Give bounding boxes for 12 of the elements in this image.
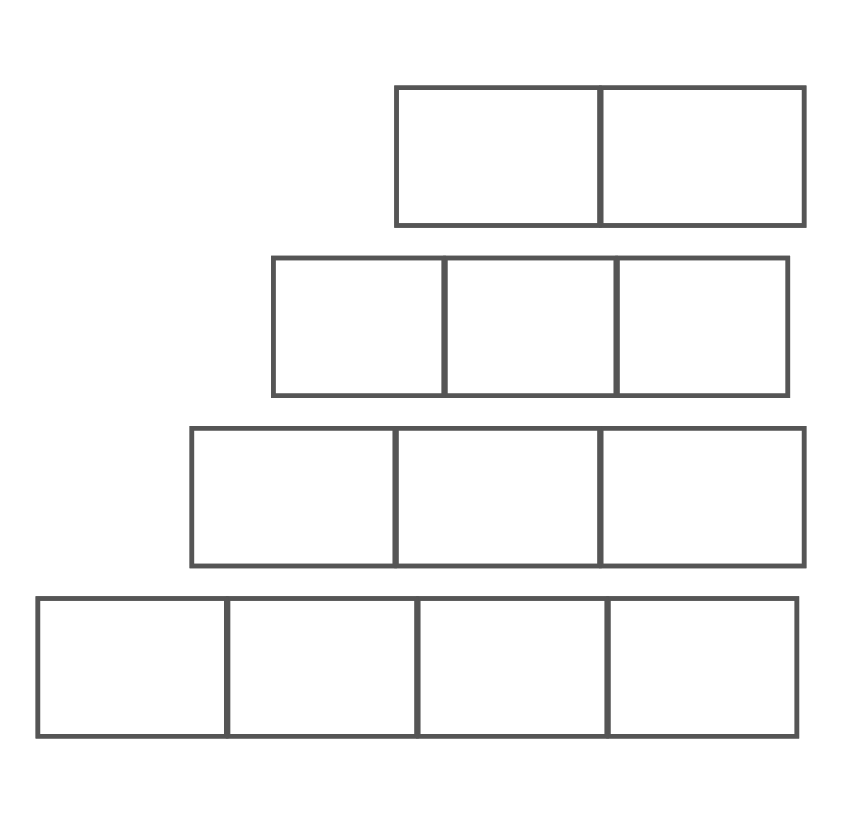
node-box	[599, 84, 807, 227]
node-box	[394, 425, 602, 568]
node-box	[225, 595, 419, 738]
node-box	[35, 595, 229, 738]
node-box	[271, 254, 446, 397]
node-box	[443, 254, 618, 397]
node-box	[615, 254, 791, 397]
node-box	[416, 595, 609, 738]
node-box	[606, 595, 800, 738]
node-box	[599, 425, 807, 568]
node-box	[189, 425, 397, 568]
node-box	[394, 84, 602, 227]
